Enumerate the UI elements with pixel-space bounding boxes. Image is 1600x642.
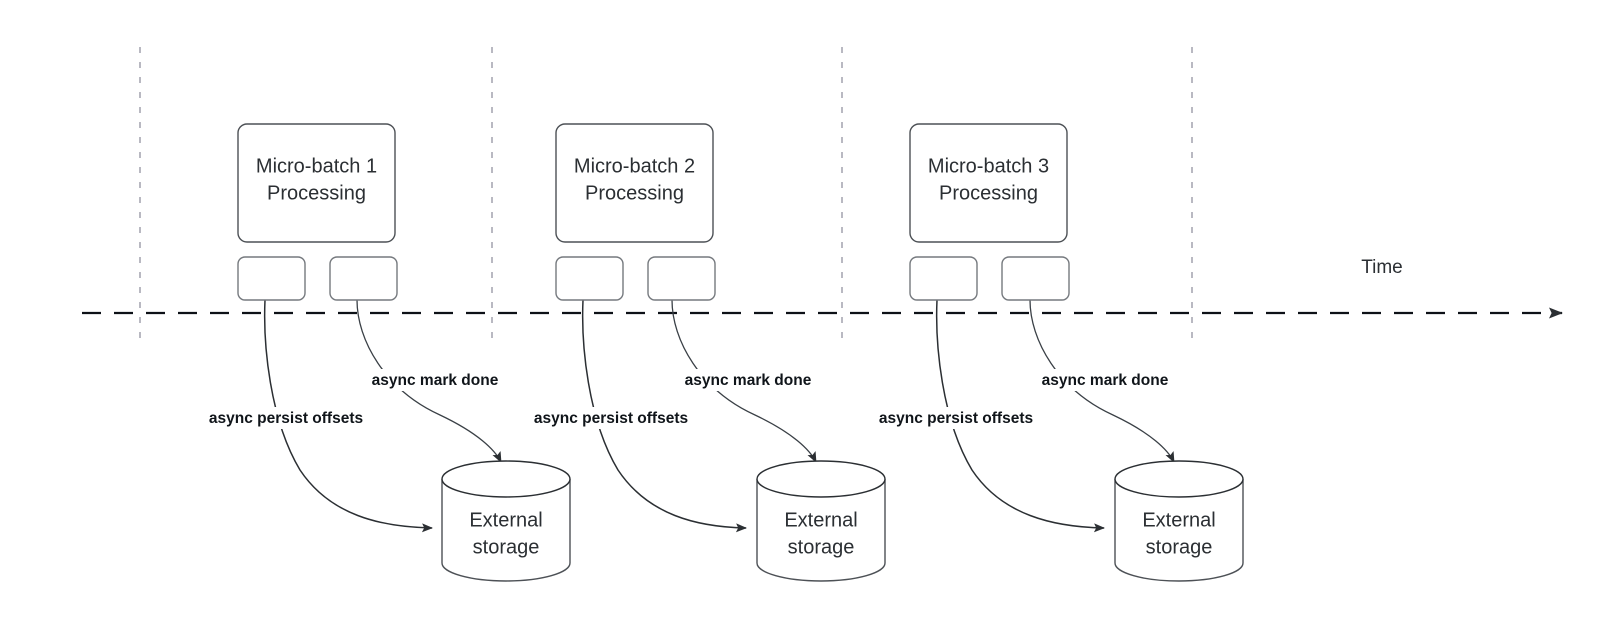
micro-batch-box-3[interactable] [909, 123, 1068, 243]
task-box-2b[interactable] [647, 256, 716, 301]
mark-done-label-3: async mark done [1042, 372, 1169, 389]
mark-done-edge-3 [1029, 299, 1175, 463]
task-box-2a[interactable] [555, 256, 624, 301]
persist-offsets-label-bg-2 [519, 407, 703, 429]
mark-done-edge-2 [671, 299, 817, 463]
external-storage-top-1 [441, 460, 571, 498]
external-storage-body-2 [756, 479, 886, 582]
external-storage-body-1 [441, 479, 571, 582]
persist-offsets-label-1: async persist offsets [209, 410, 363, 427]
external-storage-label-2-line1: External [784, 509, 857, 531]
persist-offsets-edge-2 [581, 299, 747, 533]
external-storage-1[interactable]: External storage [441, 460, 571, 582]
micro-batch-group-3: Micro-batch 3 Processing async mark done… [864, 123, 1244, 582]
external-storage-label-1-line2: storage [473, 536, 540, 558]
time-axis: Time [82, 257, 1563, 319]
persist-offsets-edge-1 [263, 299, 433, 533]
persist-offsets-label-bg-1 [194, 407, 378, 429]
mark-done-label-bg-3 [1032, 369, 1178, 391]
mark-done-edge-1 [356, 299, 502, 463]
mark-done-label-bg-1 [362, 369, 508, 391]
persist-offsets-label-bg-3 [864, 407, 1048, 429]
task-box-3a[interactable] [909, 256, 978, 301]
micro-batch-group-2: Micro-batch 2 Processing async mark done… [519, 123, 886, 582]
micro-batch-label-1-line1: Micro-batch 1 [256, 155, 377, 177]
external-storage-body-3 [1114, 479, 1244, 582]
external-storage-top-3 [1114, 460, 1244, 498]
micro-batch-label-1-line2: Processing [267, 182, 366, 204]
timeline-tick-guides [139, 47, 1193, 342]
external-storage-label-1-line1: External [469, 509, 542, 531]
time-axis-label: Time [1361, 257, 1403, 278]
task-box-3b[interactable] [1001, 256, 1070, 301]
task-box-1b[interactable] [329, 256, 398, 301]
micro-batch-box-1[interactable] [237, 123, 396, 243]
external-storage-top-2 [756, 460, 886, 498]
micro-batch-box-2[interactable] [555, 123, 714, 243]
micro-batch-label-2-line1: Micro-batch 2 [574, 155, 695, 177]
mark-done-label-1: async mark done [372, 372, 499, 389]
micro-batch-label-3-line2: Processing [939, 182, 1038, 204]
mark-done-label-bg-2 [675, 369, 821, 391]
persist-offsets-label-3: async persist offsets [879, 410, 1033, 427]
micro-batch-group-1: Micro-batch 1 Processing async mark done… [194, 123, 571, 582]
external-storage-label-2-line2: storage [788, 536, 855, 558]
external-storage-3[interactable]: External storage [1114, 460, 1244, 582]
external-storage-label-3-line2: storage [1146, 536, 1213, 558]
persist-offsets-edge-3 [935, 299, 1105, 533]
persist-offsets-label-2: async persist offsets [534, 410, 688, 427]
micro-batch-label-2-line2: Processing [585, 182, 684, 204]
external-storage-2[interactable]: External storage [756, 460, 886, 582]
mark-done-label-2: async mark done [685, 372, 812, 389]
task-box-1a[interactable] [237, 256, 306, 301]
micro-batch-label-3-line1: Micro-batch 3 [928, 155, 1049, 177]
external-storage-label-3-line1: External [1142, 509, 1215, 531]
